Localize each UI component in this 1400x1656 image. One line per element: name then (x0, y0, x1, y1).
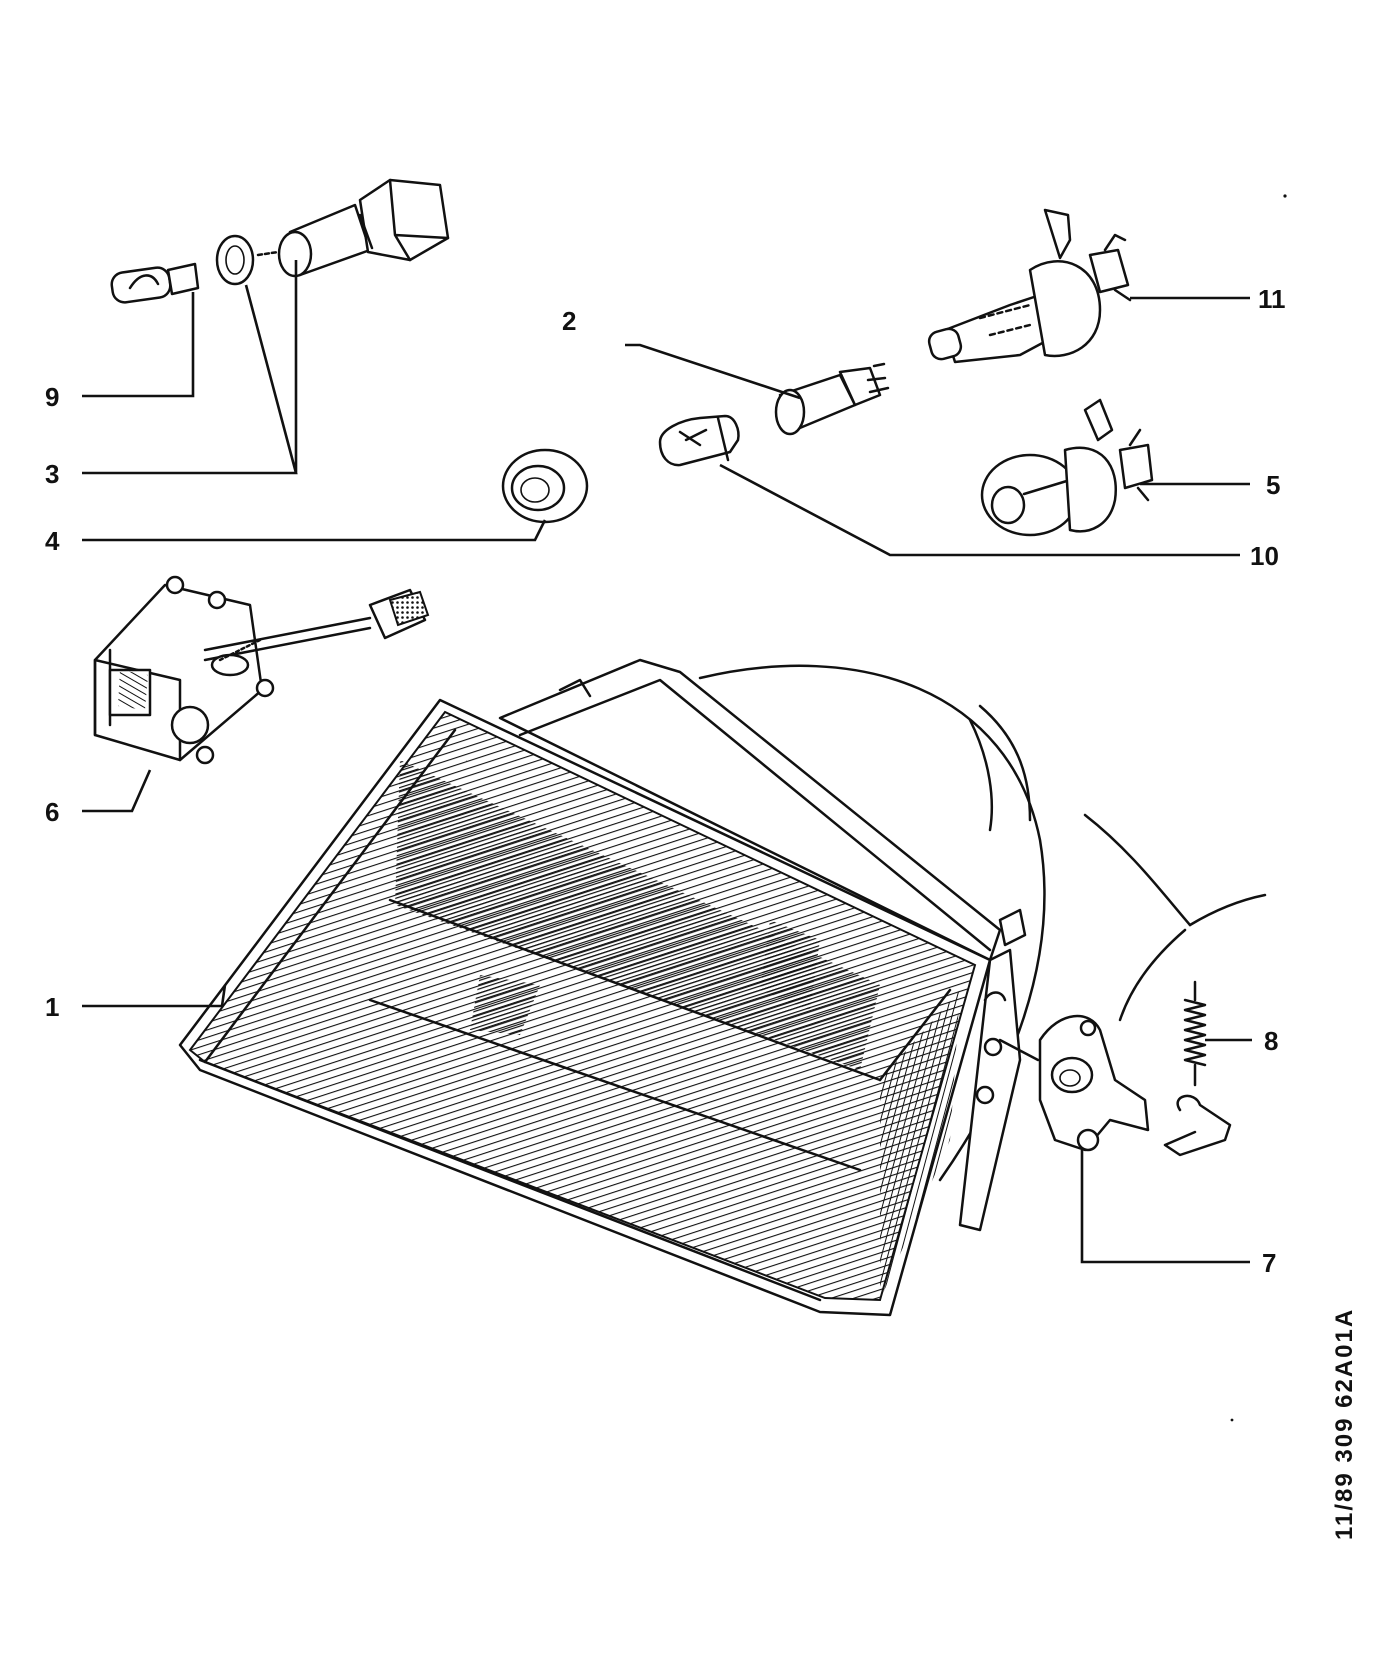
callout-2: 2 (562, 306, 576, 336)
festoon-bulb-drawing (658, 414, 740, 467)
leader-9 (82, 292, 195, 398)
callout-3: 3 (45, 459, 59, 489)
retaining-spring-and-clip-drawing (1163, 980, 1232, 1157)
leader-lines (82, 260, 1252, 1264)
halogen-bulb-h4-round-drawing (980, 398, 1154, 537)
leader-10 (719, 463, 1240, 557)
leader-4 (82, 519, 547, 542)
callout-5: 5 (1266, 470, 1280, 500)
callout-10: 10 (1250, 541, 1279, 571)
speck (1283, 194, 1287, 198)
headlamp-unit-drawing (178, 658, 1267, 1317)
sidelight-bulb-holder-drawing (774, 362, 890, 436)
callout-6: 6 (45, 797, 59, 827)
leader-3 (82, 260, 298, 475)
rubber-grommet-drawing (501, 448, 589, 524)
leader-6 (82, 769, 152, 813)
speck (1230, 1418, 1234, 1422)
callout-8: 8 (1264, 1026, 1278, 1056)
leader-2 (625, 343, 801, 400)
halogen-bulb-h4-drawing (927, 208, 1132, 364)
mounting-bracket-drawing (998, 1014, 1150, 1152)
reference-code: 11/89 309 62A01A (1331, 1308, 1358, 1540)
callout-9: 9 (45, 382, 59, 412)
beam-adjuster-drawing (93, 575, 430, 765)
callout-labels: 1 2 3 4 5 6 7 8 9 10 11 (45, 284, 1286, 1278)
callout-1: 1 (45, 992, 59, 1022)
callout-4: 4 (45, 526, 60, 556)
wedge-bulb-drawing (110, 262, 200, 304)
bulb-holder-with-seal-drawing (215, 178, 450, 286)
callout-7: 7 (1262, 1248, 1276, 1278)
leader-7 (1080, 1150, 1250, 1264)
callout-11: 11 (1258, 284, 1286, 314)
leader-1 (82, 984, 227, 1008)
